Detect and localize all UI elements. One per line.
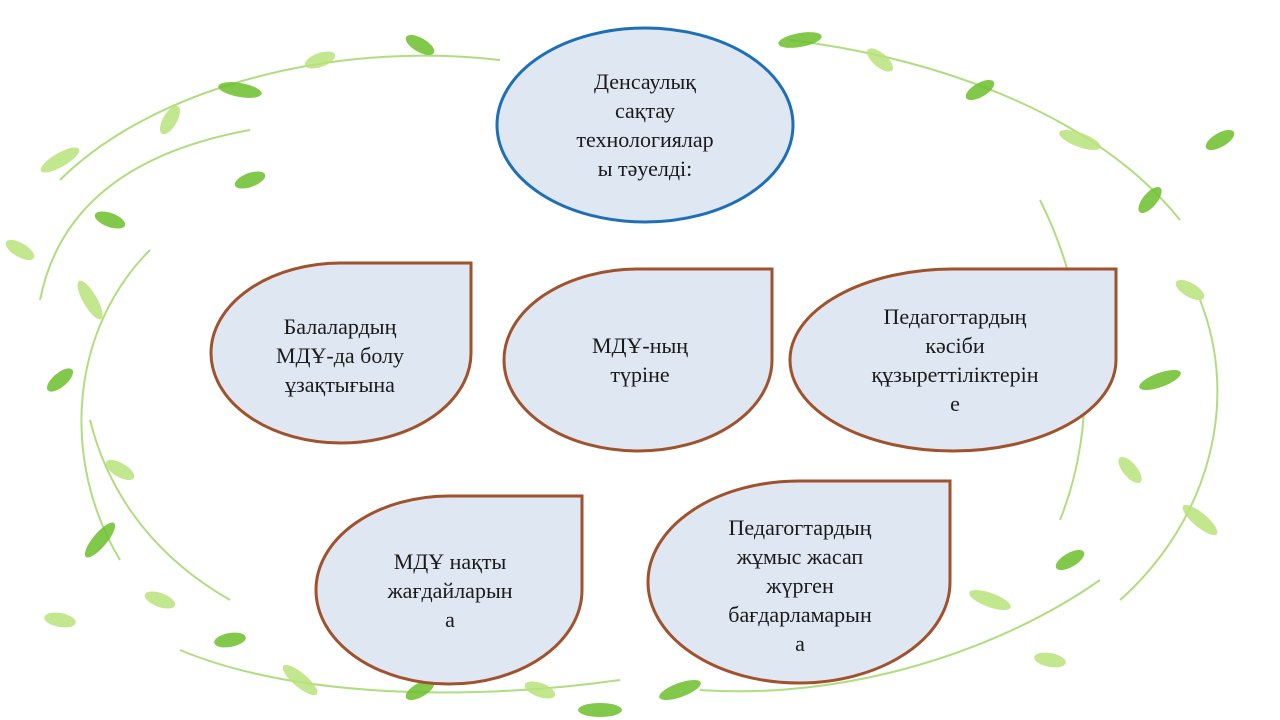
leaf-33 bbox=[1034, 652, 1066, 668]
leaf-35 bbox=[5, 239, 35, 261]
vine-branches bbox=[39, 39, 1219, 694]
leaf-1 bbox=[40, 147, 80, 173]
leaf-20 bbox=[1055, 549, 1085, 571]
leaf-11 bbox=[144, 591, 176, 609]
leaf-25 bbox=[1059, 130, 1101, 150]
teardrop-shape-5 bbox=[646, 479, 952, 685]
node-text-2: МДҰ-ның түріне bbox=[591, 333, 689, 387]
vine-2 bbox=[39, 129, 251, 301]
leaf-29 bbox=[44, 612, 76, 628]
leaf-10 bbox=[84, 522, 116, 558]
leaf-15 bbox=[524, 681, 556, 699]
leaf-13 bbox=[282, 664, 318, 696]
leaf-16 bbox=[659, 680, 701, 700]
leaf-14 bbox=[405, 679, 435, 701]
leaf-26 bbox=[965, 79, 995, 101]
teardrop-shape-2 bbox=[502, 267, 774, 453]
leaf-cluster bbox=[5, 32, 1235, 717]
node-text-1: Балалардың МДҰ-да болу ұзақтығына bbox=[275, 313, 405, 397]
leaf-28 bbox=[778, 32, 822, 48]
teardrop-shape-1 bbox=[209, 261, 473, 445]
leaf-24 bbox=[1138, 186, 1162, 214]
top-ellipse-shape bbox=[495, 26, 795, 224]
node-text-4: МДҰ нақты жағдайларын а bbox=[387, 548, 513, 632]
leaf-27 bbox=[866, 48, 894, 72]
leaf-34 bbox=[578, 703, 622, 717]
node-text-5: Педагогтардың жұмыс жасап жүрген бағдарл… bbox=[728, 514, 872, 656]
leaf-12 bbox=[214, 632, 246, 648]
leaf-5 bbox=[304, 51, 336, 69]
vine-7 bbox=[699, 579, 1101, 693]
leaf-23 bbox=[1175, 279, 1205, 301]
leaf-19 bbox=[969, 590, 1011, 610]
vine-4 bbox=[179, 649, 621, 694]
leaf-22 bbox=[1139, 370, 1181, 390]
vine-9 bbox=[89, 419, 231, 601]
leaf-3 bbox=[159, 105, 181, 135]
vine-3 bbox=[80, 249, 151, 561]
top-ellipse-text: Денсаулық сақтау технологиялар ы тәуелді… bbox=[576, 69, 714, 181]
teardrop-shape-4 bbox=[314, 494, 584, 686]
leaf-9 bbox=[105, 459, 135, 481]
leaf-7 bbox=[77, 280, 103, 320]
leaf-32 bbox=[234, 171, 266, 189]
leaf-31 bbox=[1182, 504, 1218, 536]
leaf-8 bbox=[46, 368, 74, 392]
vine-1 bbox=[59, 54, 501, 181]
leaf-21 bbox=[1118, 456, 1142, 484]
leaf-4 bbox=[218, 82, 262, 98]
node-text-3: Педагогтардың кәсіби құзыреттіліктерін е bbox=[871, 304, 1039, 416]
vine-5 bbox=[789, 39, 1181, 221]
leaf-6 bbox=[405, 34, 435, 56]
leaf-30 bbox=[1205, 129, 1235, 151]
leaf-2 bbox=[94, 211, 126, 229]
diagram-shapes bbox=[209, 26, 1118, 686]
vine-6 bbox=[1119, 299, 1219, 601]
teardrop-shape-3 bbox=[788, 267, 1118, 453]
